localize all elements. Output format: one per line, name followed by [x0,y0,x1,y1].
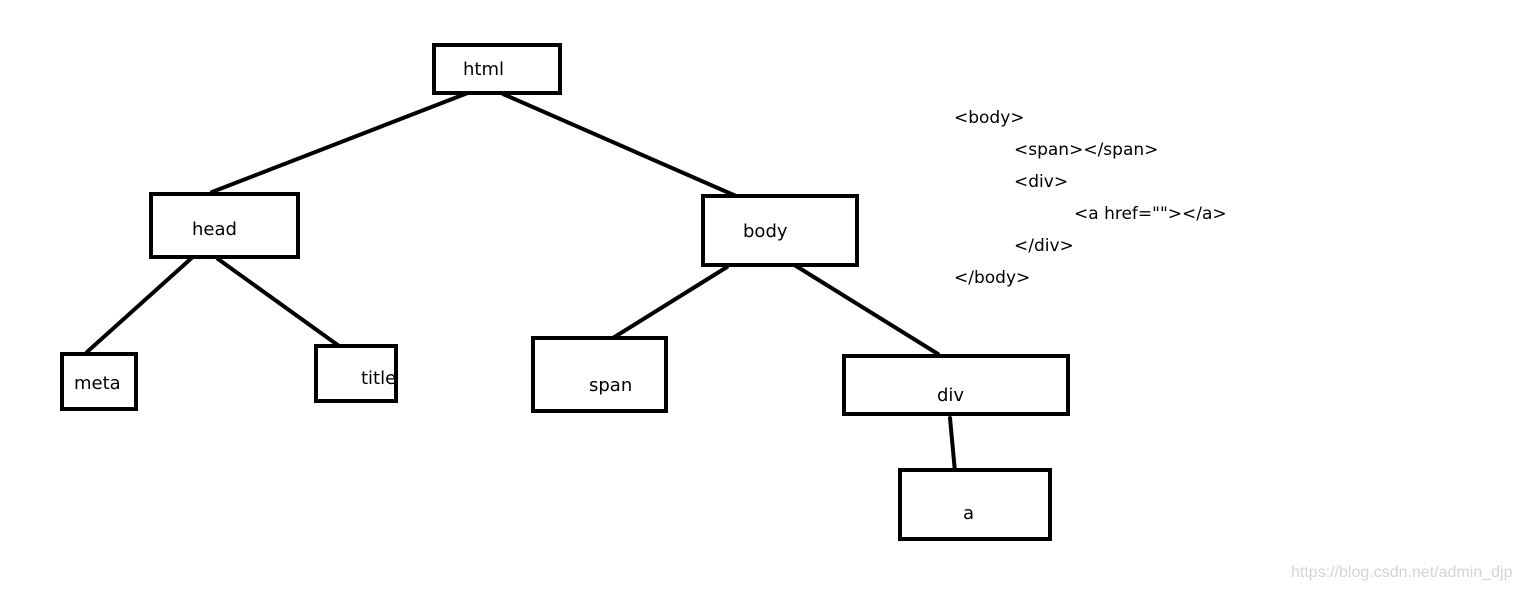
node-head-label: head [192,219,237,240]
node-span: span [531,336,668,413]
edge-html-body [501,92,754,205]
code-line: </div> [1014,236,1074,256]
node-html: html [432,43,562,95]
node-meta: meta [60,352,138,411]
code-line: </body> [954,268,1031,288]
code-line: <body> [954,108,1025,128]
node-title: title [314,344,398,403]
node-a-label: a [963,503,975,524]
edge-head-title [216,257,348,353]
edge-div-a [948,416,957,474]
node-body: body [701,194,859,267]
code-line: <span></span> [1014,140,1159,160]
node-span-label: span [589,375,633,396]
node-div-label: div [937,385,965,406]
node-body-label: body [743,221,788,242]
node-head: head [149,192,300,259]
edge-html-head [210,87,480,194]
node-html-label: html [463,59,505,80]
node-div: div [842,354,1070,416]
edge-body-span [598,265,729,348]
watermark: https://blog.csdn.net/admin_djp [1291,564,1513,581]
code-line: <div> [1014,172,1069,192]
edge-body-div [786,259,940,356]
edge-head-meta [85,253,197,354]
node-a: a [898,468,1052,541]
node-title-label: title [361,368,397,389]
node-meta-label: meta [74,373,121,394]
code-line: <a href=""></a> [1074,204,1227,224]
